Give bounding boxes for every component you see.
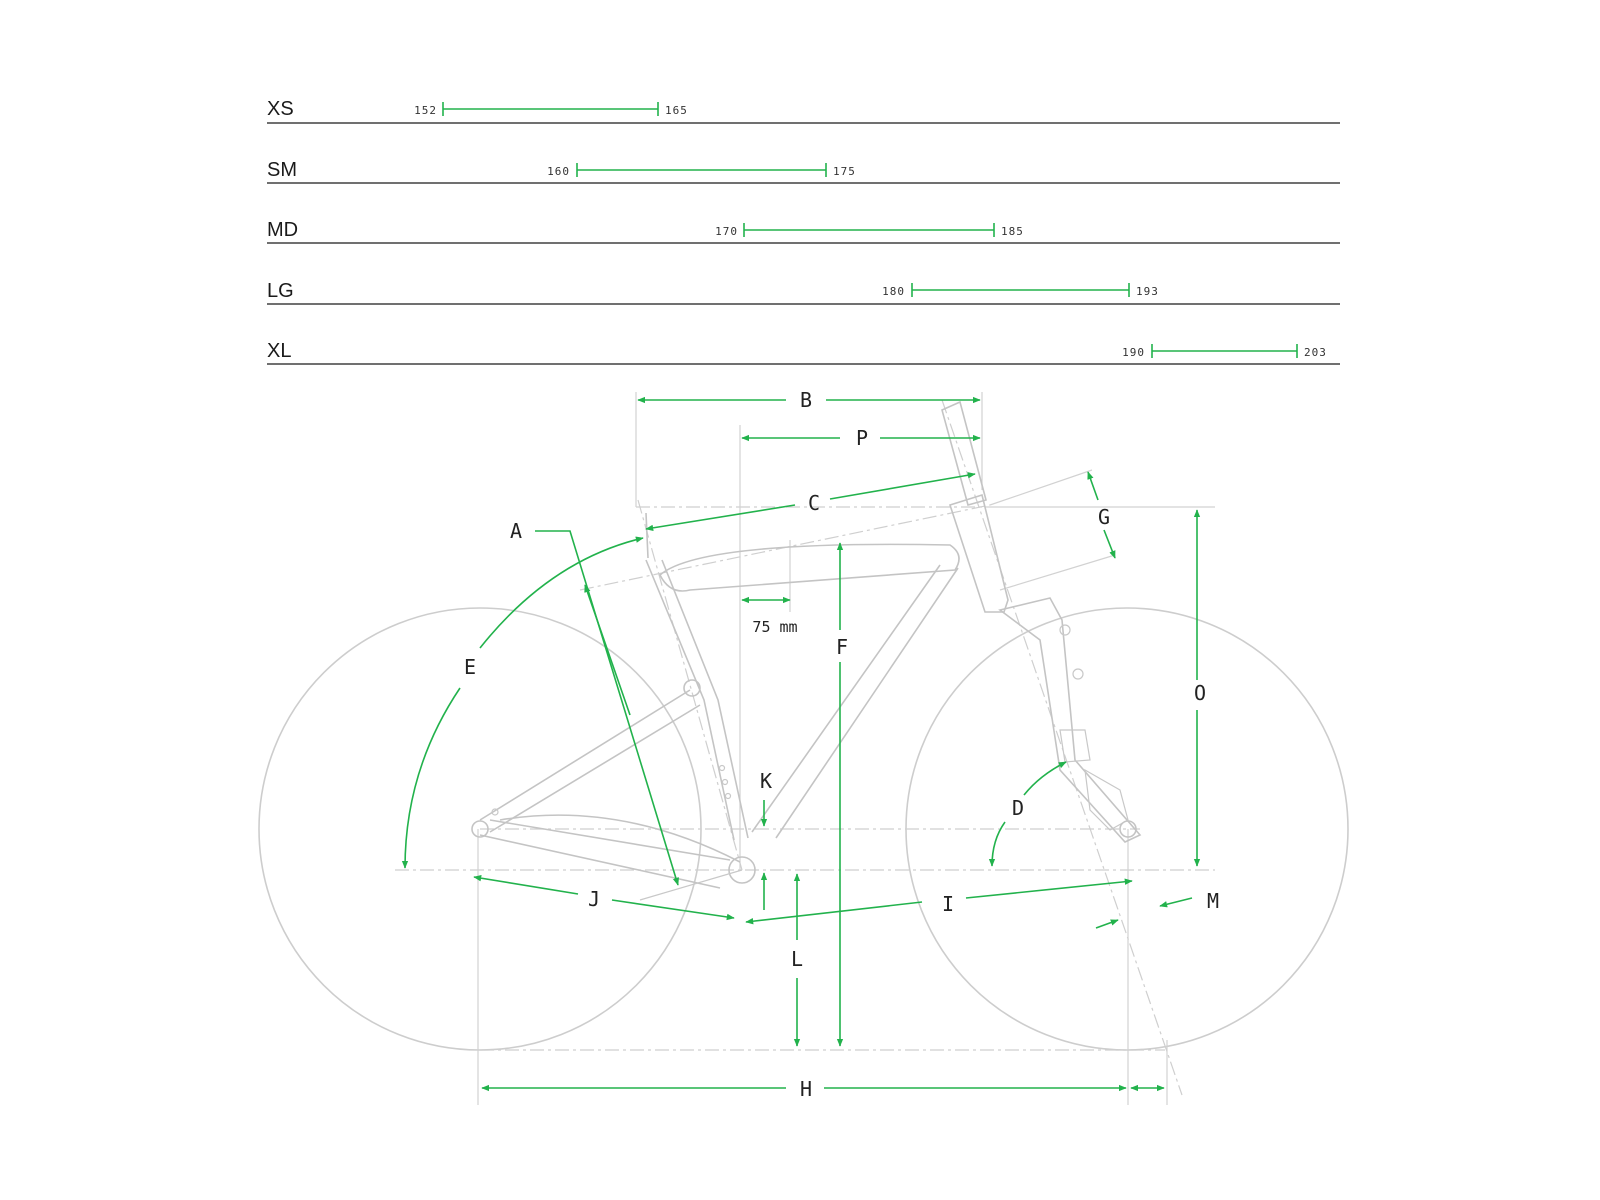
- height-range-bar-sm: [576, 163, 827, 177]
- dim-label-i: I: [942, 892, 954, 916]
- range-max-md: 185: [1001, 225, 1024, 238]
- range-max-xs: 165: [665, 104, 688, 117]
- height-range-bar-xl: [1151, 344, 1298, 358]
- dimension-arrows: [401, 396, 1201, 1092]
- range-max-sm: 175: [833, 165, 856, 178]
- dim-label-h: H: [800, 1077, 812, 1101]
- size-label-lg: LG: [267, 280, 294, 302]
- range-min-md: 170: [715, 225, 738, 238]
- dim-label-j: J: [588, 887, 600, 911]
- size-row-lg: LG 180 193: [267, 280, 1340, 305]
- bike-geometry-diagram: B P C G A E 75 mm F O K D J I M L H: [258, 388, 1349, 1105]
- dim-label-l: L: [791, 947, 803, 971]
- dim-label-d: D: [1012, 796, 1024, 820]
- height-range-bar-xs: [442, 102, 659, 116]
- dim-label-k: K: [760, 769, 772, 793]
- size-row-sm: SM 160 175: [267, 159, 1340, 184]
- size-chart: XS 152 165 SM 160 175 MD: [267, 98, 1340, 365]
- dim-label-p: P: [856, 426, 868, 450]
- dim-label-m: M: [1207, 889, 1219, 913]
- dim-label-a: A: [510, 519, 522, 543]
- dimension-labels: B P C G A E 75 mm F O K D J I M L H: [464, 388, 1219, 1101]
- range-max-lg: 193: [1136, 285, 1159, 298]
- range-min-lg: 180: [882, 285, 905, 298]
- range-max-xl: 203: [1304, 346, 1327, 359]
- bike-frame: [471, 400, 1142, 901]
- size-label-md: MD: [267, 219, 298, 241]
- range-min-xl: 190: [1122, 346, 1145, 359]
- dim-label-o: O: [1194, 681, 1206, 705]
- dim-label-b: B: [800, 388, 812, 412]
- dim-label-f: F: [836, 635, 848, 659]
- size-label-xs: XS: [267, 98, 294, 120]
- size-label-sm: SM: [267, 159, 297, 181]
- size-row-xl: XL 190 203: [267, 340, 1340, 365]
- height-range-bar-md: [743, 223, 995, 237]
- front-wheel: [905, 607, 1349, 1051]
- dim-label-g: G: [1098, 505, 1110, 529]
- size-label-xl: XL: [267, 340, 291, 362]
- dim-note-75mm: 75 mm: [752, 618, 797, 636]
- construction-lines: [395, 392, 1215, 1105]
- dim-label-e: E: [464, 655, 476, 679]
- height-range-bar-lg: [911, 283, 1130, 297]
- size-row-xs: XS 152 165: [267, 98, 1340, 124]
- dim-label-c: C: [808, 491, 820, 515]
- size-row-md: MD 170 185: [267, 219, 1340, 244]
- range-min-sm: 160: [547, 165, 570, 178]
- range-min-xs: 152: [414, 104, 437, 117]
